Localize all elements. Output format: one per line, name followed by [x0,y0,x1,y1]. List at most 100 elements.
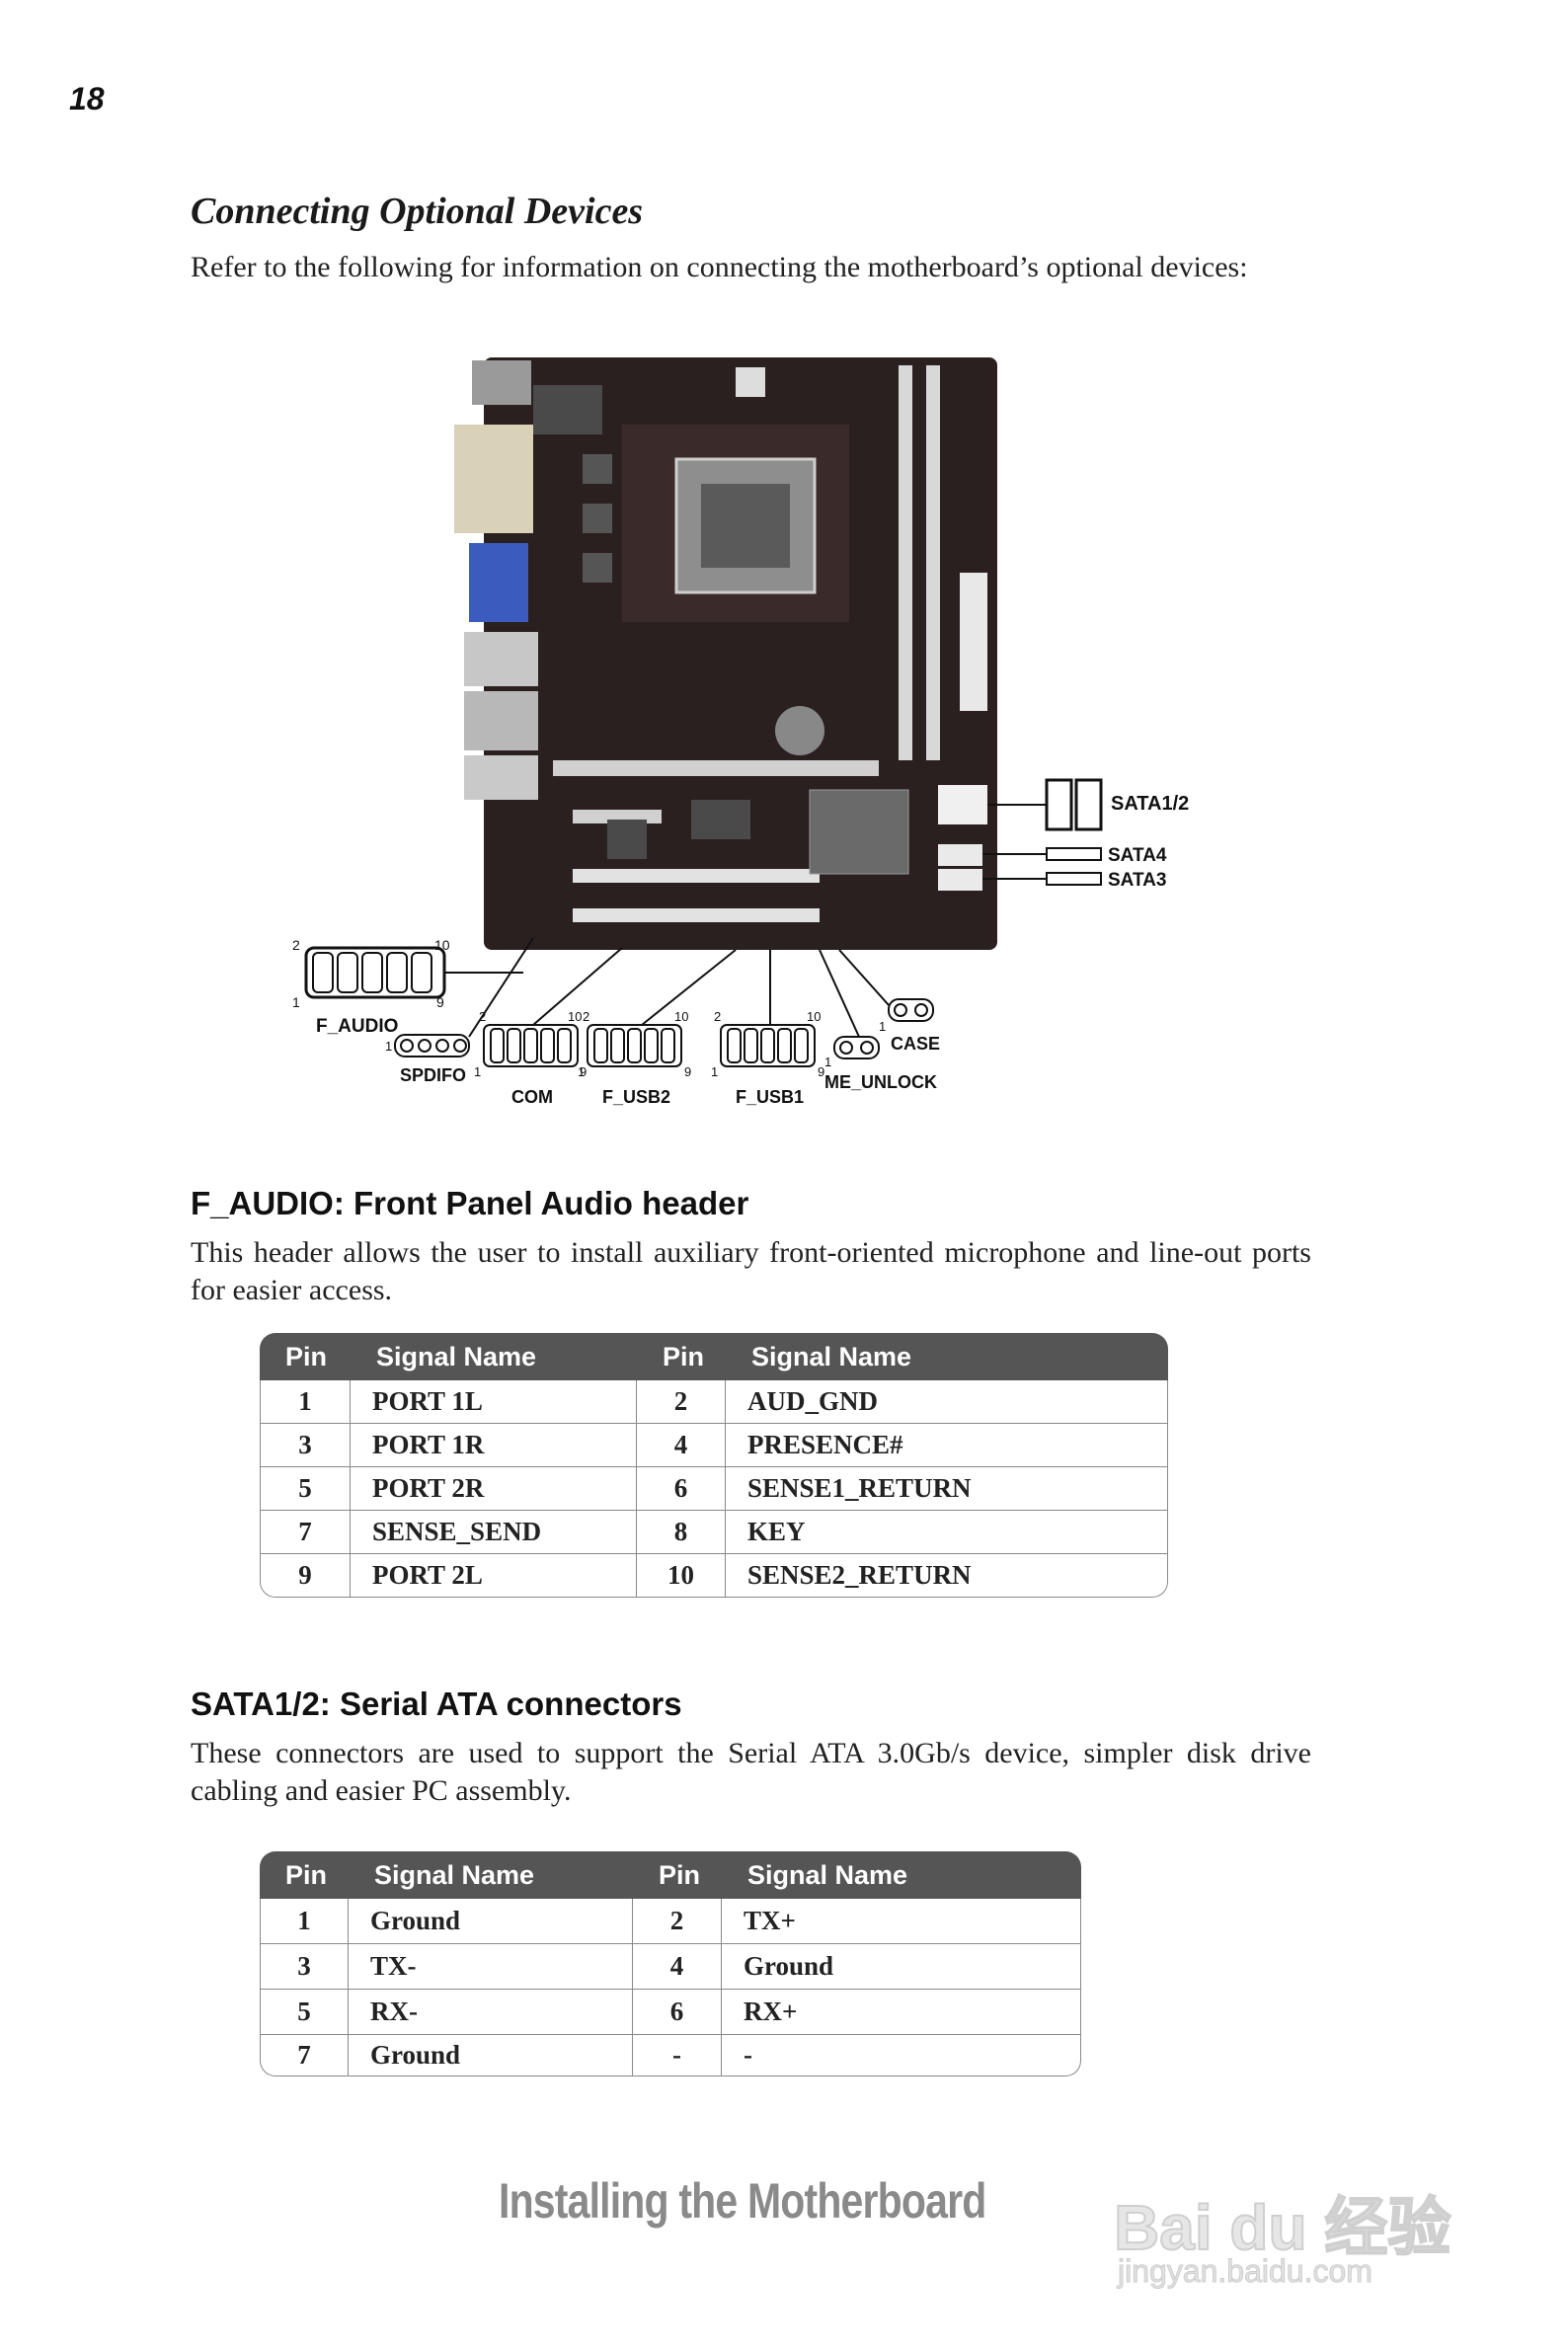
pin-cell: 3 [260,1424,351,1467]
io-panel [472,360,531,405]
pcie-x16-slot [553,760,879,776]
col-pin: Pin [260,1333,351,1380]
section-title: Connecting Optional Devices [191,191,644,232]
signal-cell: Ground [349,2035,633,2076]
table-row: 1 PORT 1L 2 AUD_GND [260,1380,1168,1424]
usb-port-stack [464,632,538,686]
svg-text:2: 2 [479,1009,486,1024]
svg-text:1: 1 [879,1019,886,1034]
atx-power-connector [960,573,987,711]
signal-cell: PORT 1L [351,1380,637,1424]
svg-text:9: 9 [436,994,444,1010]
svg-text:9: 9 [818,1064,824,1079]
label-f-usb1: F_USB1 [736,1087,804,1107]
svg-text:2: 2 [292,937,300,953]
signal-cell: Ground [722,1944,1081,1990]
table-row: 3 TX- 4 Ground [260,1944,1081,1990]
spdifo-header [394,1034,470,1058]
signal-cell: TX+ [722,1899,1081,1944]
table-row: 3 PORT 1R 4 PRESENCE# [260,1424,1168,1467]
pin-cell: 3 [260,1944,349,1990]
f-audio-description: This header allows the user to install a… [191,1236,1311,1306]
svg-text:10: 10 [568,1009,582,1024]
label-sata12: SATA1/2 [1111,793,1189,815]
signal-cell: AUD_GND [726,1380,1168,1424]
dimm-slot-2 [926,365,940,760]
page-number: 18 [69,81,105,117]
signal-cell: RX- [349,1990,633,2035]
table-row: 7 Ground - - [260,2035,1081,2076]
table-row: 5 PORT 2R 6 SENSE1_RETURN [260,1467,1168,1511]
pin-cell: 5 [260,1990,349,2035]
pin-cell: 5 [260,1467,351,1511]
svg-text:9: 9 [580,1064,587,1079]
signal-cell: PORT 2L [351,1554,637,1598]
pin-cell: 6 [637,1467,726,1511]
pin-cell: 9 [260,1554,351,1598]
signal-cell: - [722,2035,1081,2076]
sata4-icon [1046,847,1102,861]
col-pin: Pin [633,1851,722,1899]
col-signal-name: Signal Name [349,1851,633,1899]
sata3-icon [1046,872,1102,886]
svg-text:1: 1 [474,1064,481,1079]
col-pin: Pin [260,1851,349,1899]
f-audio-table: Pin Signal Name Pin Signal Name 1 PORT 1… [260,1333,1168,1598]
table-row: 5 RX- 6 RX+ [260,1990,1081,2035]
table-row: 1 Ground 2 TX+ [260,1899,1081,1944]
label-spdifo: SPDIFO [400,1065,466,1085]
pin-cell: 10 [637,1554,726,1598]
signal-cell: PORT 2R [351,1467,637,1511]
pin-cell: 2 [637,1380,726,1424]
col-signal-name: Signal Name [722,1851,1081,1899]
signal-cell: KEY [726,1511,1168,1554]
svg-text:1: 1 [292,994,300,1010]
signal-cell: SENSE2_RETURN [726,1554,1168,1598]
pin-cell: 1 [260,1899,349,1944]
label-case: CASE [891,1034,940,1054]
watermark-logo: Bai du 经验 [1113,2191,1451,2264]
pin-cell: 7 [260,2035,349,2076]
col-signal-name: Signal Name [351,1333,637,1380]
pin-cell: 8 [637,1511,726,1554]
signal-cell: TX- [349,1944,633,1990]
svg-text:10: 10 [674,1009,688,1024]
svg-text:10: 10 [434,937,450,953]
label-f-audio: F_AUDIO [316,1016,398,1037]
f-audio-heading: F_AUDIO: Front Panel Audio header [191,1185,749,1221]
pin-cell: 4 [633,1944,722,1990]
col-pin: Pin [637,1333,726,1380]
signal-cell: SENSE_SEND [351,1511,637,1554]
pin-cell: 1 [260,1380,351,1424]
motherboard-diagram: SATA1/2 SATA4 SATA3 2 10 1 9 F_AUDIO 1 S… [292,357,1189,1107]
pci-slot-1 [573,869,820,883]
label-sata3: SATA3 [1108,870,1166,891]
svg-text:1: 1 [578,1064,585,1079]
table-row: 9 PORT 2L 10 SENSE2_RETURN [260,1554,1168,1598]
signal-cell: Ground [349,1899,633,1944]
table-row: 7 SENSE_SEND 8 KEY [260,1511,1168,1554]
label-me-unlock: ME_UNLOCK [824,1072,937,1092]
svg-text:2: 2 [583,1009,589,1024]
svg-text:1: 1 [385,1039,392,1054]
sata-heading: SATA1/2: Serial ATA connectors [191,1685,682,1722]
svg-text:2: 2 [714,1009,721,1024]
svg-text:9: 9 [684,1064,691,1079]
signal-cell: SENSE1_RETURN [726,1467,1168,1511]
footer-chapter-title: Installing the Motherboard [499,2173,986,2229]
svg-text:1: 1 [711,1064,718,1079]
sata12-icon [1045,778,1073,831]
dvi-port [454,425,533,533]
table-header-row: Pin Signal Name Pin Signal Name [260,1851,1081,1899]
pin-cell: - [633,2035,722,2076]
watermark-url: jingyan.baidu.com [1118,2253,1373,2290]
pin-cell: 7 [260,1511,351,1554]
col-signal-name: Signal Name [726,1333,1168,1380]
label-com: COM [511,1087,553,1107]
signal-cell: RX+ [722,1990,1081,2035]
label-f-usb2: F_USB2 [602,1087,670,1107]
sata-description: These connectors are used to support the… [191,1737,1311,1807]
pin-cell: 4 [637,1424,726,1467]
label-sata4: SATA4 [1108,845,1167,866]
pci-slot-2 [573,908,820,922]
